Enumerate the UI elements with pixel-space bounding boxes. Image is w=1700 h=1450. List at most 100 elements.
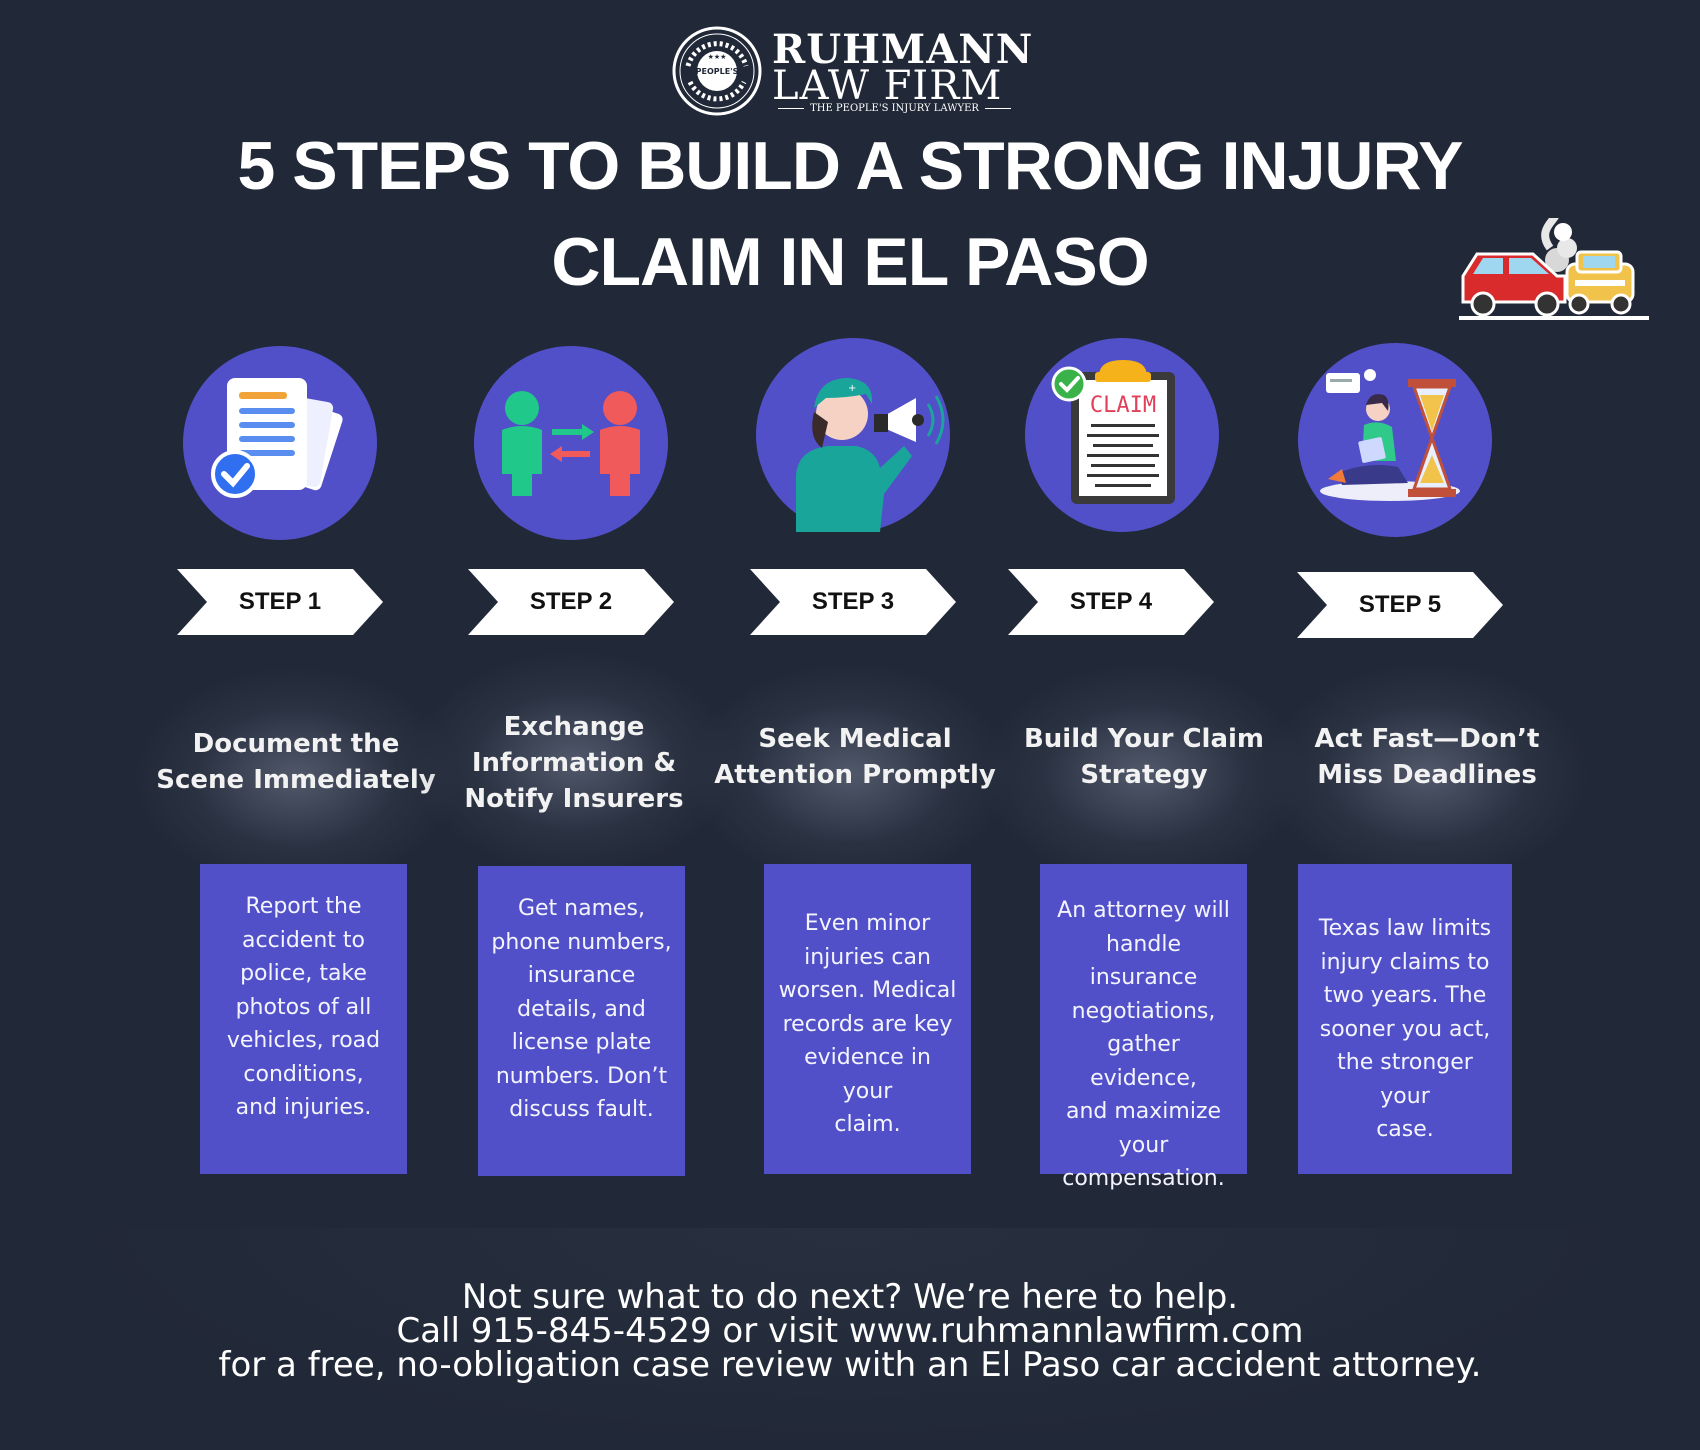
clipboard-claim-text: CLAIM bbox=[1090, 393, 1156, 418]
firm-name-line1: RUHMANN bbox=[772, 26, 1034, 73]
body-line: conditions, bbox=[243, 1061, 364, 1087]
body-line: Get names, bbox=[517, 896, 646, 921]
step-4-glow bbox=[984, 664, 1304, 884]
body-line: Texas law limits bbox=[1318, 916, 1492, 941]
car-crash-icon bbox=[1459, 218, 1649, 320]
nurse-megaphone-icon: + bbox=[796, 378, 945, 532]
step-2-description-box: Get names, phone numbers, insurance deta… bbox=[478, 866, 685, 1176]
step-3-description: Even minor injuries can worsen. Medical … bbox=[776, 907, 959, 1142]
svg-text:★★★: ★★★ bbox=[708, 53, 727, 61]
body-line: accident to bbox=[242, 927, 365, 953]
step-1-description: Report the accident to police, take phot… bbox=[212, 890, 395, 1125]
body-line: records are key bbox=[782, 1011, 953, 1037]
body-line: vehicles, road bbox=[226, 1028, 381, 1053]
step-1-badge: STEP 1 bbox=[177, 569, 383, 635]
step-2-badge: STEP 2 bbox=[468, 569, 674, 635]
step-5-description-box: Texas law limits injury claims to two ye… bbox=[1298, 864, 1512, 1174]
body-line: numbers. Don’t bbox=[495, 1063, 668, 1089]
step-4-description-box: An attorney will handle insurance negoti… bbox=[1040, 864, 1247, 1191]
firm-logo: PEOPLE'S ★★★ RUHMANN LAW FIRM THE PEOPLE… bbox=[672, 26, 1032, 118]
body-line: Report the bbox=[245, 894, 362, 919]
footer-background bbox=[55, 1228, 1645, 1450]
body-line: worsen. Medical bbox=[778, 978, 957, 1003]
step-4-label: STEP 4 bbox=[1069, 588, 1153, 615]
step-3-badge: STEP 3 bbox=[750, 569, 956, 635]
body-line: injury claims to bbox=[1320, 949, 1490, 975]
body-line: claim. bbox=[834, 1112, 901, 1137]
documents-check-icon bbox=[211, 378, 343, 498]
step-1-description-box: Report the accident to police, take phot… bbox=[200, 864, 407, 1174]
body-line: phone numbers, bbox=[491, 929, 672, 955]
step-5-heading-line: Miss Deadlines bbox=[1317, 760, 1537, 790]
title-line1: 5 STEPS TO BUILD A STRONG INJURY bbox=[237, 128, 1464, 204]
body-line: injuries can bbox=[804, 944, 931, 970]
step-5-badge: STEP 5 bbox=[1297, 572, 1503, 638]
step-1-heading-line: Scene Immediately bbox=[156, 765, 436, 795]
body-line: case. bbox=[1376, 1117, 1434, 1142]
step-3-heading-line: Seek Medical bbox=[758, 724, 952, 754]
step-2-glow bbox=[414, 652, 734, 872]
step-4-heading-line: Build Your Claim bbox=[1023, 724, 1265, 754]
step-5-heading: Act Fast—Don’t Miss Deadlines bbox=[1287, 721, 1567, 793]
body-line: photos of all bbox=[235, 994, 372, 1020]
step-3-description-box: Even minor injuries can worsen. Medical … bbox=[764, 864, 971, 1174]
body-line: negotiations, bbox=[1071, 998, 1216, 1024]
step-2-label: STEP 2 bbox=[529, 588, 613, 615]
step-1-glow bbox=[136, 668, 456, 888]
step-1-heading: Document the Scene Immediately bbox=[156, 726, 436, 798]
body-line: Even minor bbox=[804, 911, 931, 936]
step-5-label: STEP 5 bbox=[1358, 591, 1442, 618]
step-5-icon-circle bbox=[1298, 343, 1492, 537]
step-5-glow bbox=[1267, 664, 1587, 884]
step-4-heading-line: Strategy bbox=[1080, 760, 1208, 790]
people-exchange-icon bbox=[502, 391, 640, 496]
step-1-icon-circle bbox=[183, 346, 377, 540]
body-line: your bbox=[1118, 1132, 1169, 1158]
step-2-icon-circle bbox=[474, 346, 668, 540]
footer-cta: Not sure what to do next? We’re here to … bbox=[60, 1280, 1640, 1382]
step-3-heading-line: Attention Promptly bbox=[714, 760, 996, 790]
page-title: 5 STEPS TO BUILD A STRONG INJURY CLAIM I… bbox=[150, 118, 1550, 310]
footer-line1: Not sure what to do next? We’re here to … bbox=[461, 1277, 1239, 1317]
body-line: evidence in your bbox=[804, 1045, 931, 1104]
step-5-description: Texas law limits injury claims to two ye… bbox=[1310, 912, 1500, 1147]
svg-text:+: + bbox=[848, 383, 856, 394]
step-4-description: An attorney will handle insurance negoti… bbox=[1052, 894, 1235, 1196]
footer-line3: for a free, no-obligation case review wi… bbox=[218, 1345, 1482, 1385]
step-2-description: Get names, phone numbers, insurance deta… bbox=[490, 892, 673, 1127]
body-line: sooner you act, bbox=[1319, 1016, 1491, 1042]
step-3-icon-circle: + bbox=[756, 338, 950, 532]
step-5-heading-line: Act Fast—Don’t bbox=[1314, 724, 1540, 754]
hourglass-person-icon bbox=[1320, 369, 1460, 501]
step-2-heading-line: Exchange bbox=[503, 712, 645, 742]
body-line: gather evidence, bbox=[1090, 1032, 1197, 1091]
firm-seal-icon: PEOPLE'S ★★★ bbox=[672, 26, 762, 116]
body-line: two years. The bbox=[1323, 983, 1487, 1008]
title-line2: CLAIM IN EL PASO bbox=[551, 224, 1149, 300]
body-line: insurance bbox=[527, 963, 636, 988]
firm-tagline: THE PEOPLE'S INJURY LAWYER bbox=[772, 103, 1017, 114]
body-line: details, and bbox=[517, 996, 646, 1022]
step-3-glow bbox=[690, 664, 1010, 884]
step-1-label: STEP 1 bbox=[238, 588, 322, 615]
step-4-icon-circle: CLAIM bbox=[1025, 338, 1219, 532]
body-line: An attorney will bbox=[1057, 898, 1230, 923]
body-line: the stronger your bbox=[1337, 1050, 1473, 1109]
seal-center-text: PEOPLE'S bbox=[696, 67, 739, 76]
body-line: discuss fault. bbox=[509, 1097, 654, 1122]
body-line: and maximize bbox=[1065, 1099, 1222, 1124]
step-2-heading-line: Notify Insurers bbox=[464, 784, 684, 814]
step-3-label: STEP 3 bbox=[811, 588, 895, 615]
footer-line2: Call 915-845-4529 or visit www.ruhmannla… bbox=[396, 1311, 1304, 1351]
step-3-heading: Seek Medical Attention Promptly bbox=[710, 721, 1000, 793]
body-line: handle insurance bbox=[1089, 931, 1198, 991]
body-line: and injuries. bbox=[235, 1095, 372, 1120]
body-line: police, take bbox=[240, 961, 367, 986]
body-line: license plate bbox=[511, 1030, 652, 1055]
step-4-heading: Build Your Claim Strategy bbox=[1004, 721, 1284, 793]
step-2-heading-line: Information & bbox=[471, 748, 677, 778]
step-2-heading: Exchange Information & Notify Insurers bbox=[434, 709, 714, 817]
body-line: compensation. bbox=[1062, 1166, 1225, 1191]
firm-name-line2: LAW FIRM bbox=[772, 63, 1003, 109]
step-4-badge: STEP 4 bbox=[1008, 569, 1214, 635]
